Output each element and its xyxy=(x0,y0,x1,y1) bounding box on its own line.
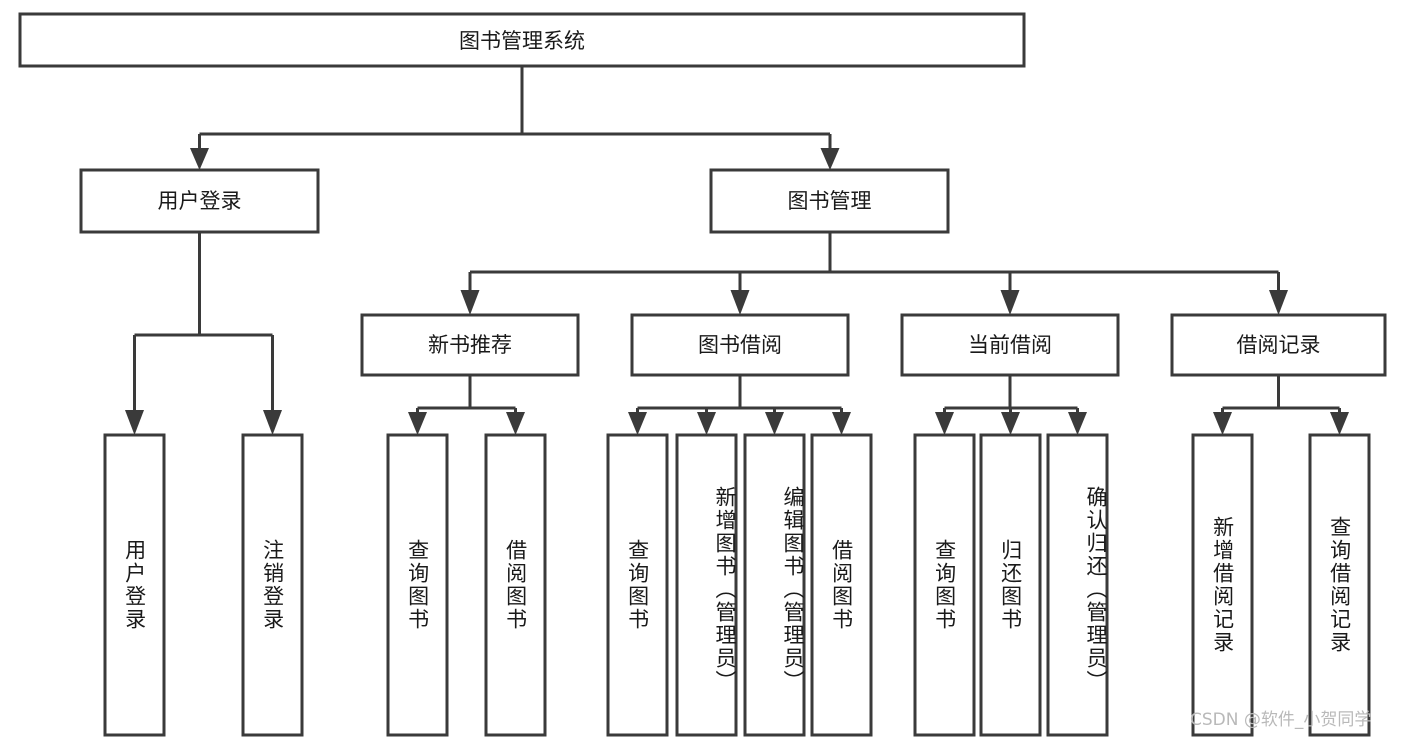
arrow-bookborrow-leaf-2 xyxy=(697,412,716,435)
arrow-to-leaf-user-login xyxy=(125,410,144,435)
node-user-login-label: 用户登录 xyxy=(158,189,242,213)
node-book-management-label: 图书管理 xyxy=(788,189,872,213)
node-book-borrow-box[interactable] xyxy=(630,313,850,377)
leaf-box-borrow-book[interactable] xyxy=(810,433,873,737)
leaf-box-add-book-admin[interactable] xyxy=(675,433,738,737)
arrow-to-book-borrow xyxy=(730,290,750,315)
leaf-box-logout[interactable] xyxy=(241,433,304,737)
arrow-to-user-login xyxy=(190,148,209,170)
leaf-box-confirm-return-admin[interactable] xyxy=(1046,433,1109,737)
arrow-to-book-mgmt xyxy=(820,148,840,170)
csdn-watermark: CSDN @软件_小贺同学 xyxy=(1190,710,1372,730)
node-borrow-record-box[interactable] xyxy=(1170,313,1387,377)
arrow-to-borrow-record xyxy=(1269,290,1288,315)
node-layer: 图书管理系统 用户登录 图书管理 新书推荐 图书借阅 当前借阅 借阅记录 xyxy=(18,12,1387,737)
node-new-book-recommend-label: 新书推荐 xyxy=(428,333,512,357)
leaf-box-user-login[interactable] xyxy=(103,433,166,737)
leaf-box-edit-book-admin[interactable] xyxy=(743,433,806,737)
connector-layer xyxy=(125,66,1349,435)
arrow-bookborrow-leaf-1 xyxy=(628,412,647,435)
node-root-box[interactable] xyxy=(18,12,1026,68)
leaf-box-add-borrow-record[interactable] xyxy=(1191,433,1254,737)
node-book-management-box[interactable] xyxy=(709,168,950,234)
node-book-borrow-label: 图书借阅 xyxy=(698,333,782,357)
arrow-currentborrow-leaf-1 xyxy=(935,412,954,435)
arrow-currentborrow-leaf-2 xyxy=(1001,412,1020,435)
arrow-to-leaf-logout xyxy=(263,410,282,435)
node-current-borrow-box[interactable] xyxy=(900,313,1120,377)
arrow-bookborrow-leaf-4 xyxy=(832,412,851,435)
arrow-borrowrecord-leaf-1 xyxy=(1213,412,1232,435)
arrow-currentborrow-leaf-3 xyxy=(1068,412,1087,435)
leaf-box-return-book[interactable] xyxy=(979,433,1042,737)
leaf-box-query-book-newrec[interactable] xyxy=(386,433,449,737)
leaf-box-query-book-borrow[interactable] xyxy=(606,433,669,737)
node-borrow-record-label: 借阅记录 xyxy=(1237,333,1321,357)
leaf-box-query-borrow-record[interactable] xyxy=(1308,433,1371,737)
node-root-label: 图书管理系统 xyxy=(459,29,585,53)
leaf-box-borrow-book-newrec[interactable] xyxy=(484,433,547,737)
arrow-bookborrow-leaf-3 xyxy=(765,412,784,435)
arrow-newbook-leaf-1 xyxy=(408,412,427,435)
arrow-to-new-book-rec xyxy=(460,290,480,315)
node-current-borrow-label: 当前借阅 xyxy=(968,333,1052,357)
node-new-book-recommend-box[interactable] xyxy=(360,313,580,377)
arrow-newbook-leaf-2 xyxy=(506,412,525,435)
arrow-borrowrecord-leaf-2 xyxy=(1330,412,1349,435)
node-user-login-box[interactable] xyxy=(79,168,320,234)
leaf-box-query-book-current[interactable] xyxy=(913,433,976,737)
arrow-to-current-borrow xyxy=(1000,290,1020,315)
